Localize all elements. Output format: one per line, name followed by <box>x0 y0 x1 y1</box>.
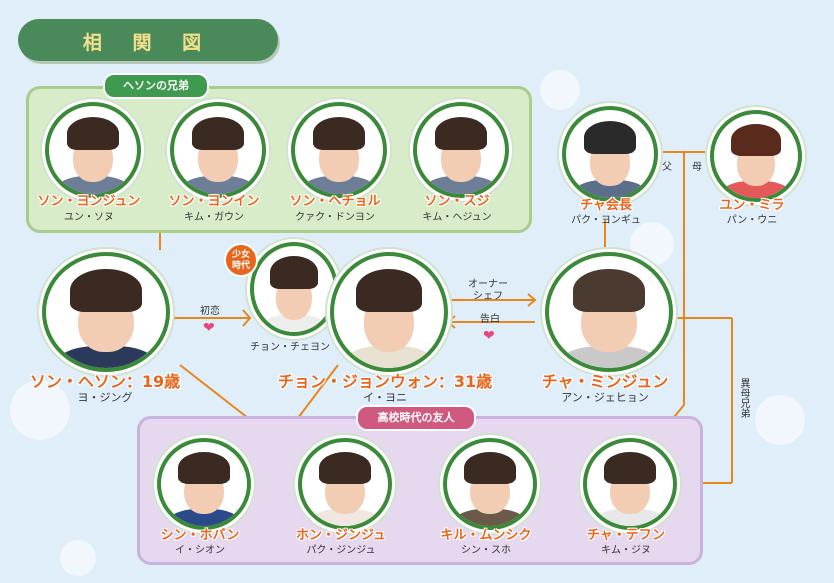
relation-first-love: 初恋 <box>200 306 220 317</box>
portrait-suji <box>413 102 509 198</box>
relation-confession: 告白 <box>480 314 500 325</box>
name-jinju: ホン・ジンジュ <box>295 528 387 543</box>
name-jongwon: チョン・ジョンウォン：31歳 <box>277 372 493 391</box>
badge-line1: 少女 <box>231 250 250 260</box>
portrait-jinju <box>298 438 392 530</box>
siblings-group-label: ヘソンの兄弟 <box>103 73 209 99</box>
relation-owner-chef-1: オーナー <box>468 279 508 290</box>
friends-group-label: 高校時代の友人 <box>356 405 476 431</box>
portrait-cha-chairman <box>562 106 658 202</box>
actor-young-jongwon: チョン・チェヨン <box>250 342 330 353</box>
actor-jongwon: イ・ヨニ <box>363 391 407 404</box>
actor-yongjun: ユン・ソヌ <box>64 212 114 223</box>
bg-bubble <box>60 540 96 576</box>
actor-yongin: キム・ガウン <box>184 212 244 223</box>
name-hechol: ソン・ヘチョル <box>289 194 381 209</box>
actor-suji: キム・ヘジュン <box>422 212 492 223</box>
name-minjun: チャ・ミンジュン <box>541 372 669 391</box>
relation-mother: 母 <box>692 162 702 173</box>
name-cha-chairman: チャ会長 <box>580 198 632 213</box>
portrait-yongjun <box>45 102 141 198</box>
name-hoban: シン・ホバン <box>160 528 240 543</box>
bg-bubble <box>755 395 805 445</box>
name-heson: ソン・ヘソン：19歳 <box>29 372 181 391</box>
actor-cha-chairman: パク・ヨンギュ <box>571 215 641 226</box>
bg-bubble <box>540 70 580 110</box>
actor-tefun: キム・ジヌ <box>601 545 651 556</box>
actor-heson: ヨ・ジング <box>77 391 133 404</box>
name-suji: ソン・スジ <box>424 194 490 209</box>
badge-line2: 時代 <box>231 261 250 271</box>
name-yongin: ソン・ヨンイン <box>168 194 260 209</box>
name-munsik: キル・ムンシク <box>440 528 532 543</box>
name-yongjun: ソン・ヨンジュン <box>37 194 141 209</box>
actor-hoban: イ・シオン <box>175 545 225 556</box>
portrait-minjun <box>545 252 673 372</box>
actor-munsik: シン・スホ <box>461 545 511 556</box>
actor-jinju: パク・ジンジュ <box>306 545 376 556</box>
portrait-munsik <box>443 438 537 530</box>
actor-minjun: アン・ジェヒョン <box>561 391 649 404</box>
portrait-yongin <box>170 102 266 198</box>
young-era-badge: 少女時代 <box>224 243 258 277</box>
relation-father: 父 <box>662 162 672 173</box>
actor-hechol: クァク・ドンヨン <box>295 212 375 223</box>
relation-half-brother: 異母兄弟 <box>738 378 749 418</box>
portrait-hoban <box>157 438 251 530</box>
name-yun-mira: ユン・ミラ <box>719 198 785 213</box>
bg-bubble <box>10 380 70 440</box>
heart-icon: ❤ <box>483 328 495 344</box>
portrait-young-jongwon <box>250 242 338 336</box>
page-title-banner: 相 関 図 <box>18 19 278 61</box>
portrait-heson <box>42 252 170 372</box>
heart-icon: ❤ <box>203 320 215 336</box>
portrait-jongwon <box>330 252 448 372</box>
relation-owner-chef-2: シェフ <box>473 291 503 302</box>
actor-yun-mira: パン・ウニ <box>726 215 778 226</box>
portrait-tefun <box>583 438 677 530</box>
portrait-hechol <box>291 102 387 198</box>
name-tefun: チャ・テフン <box>586 528 666 543</box>
portrait-yun-mira <box>710 110 802 202</box>
page-title: 相 関 図 <box>82 32 214 54</box>
